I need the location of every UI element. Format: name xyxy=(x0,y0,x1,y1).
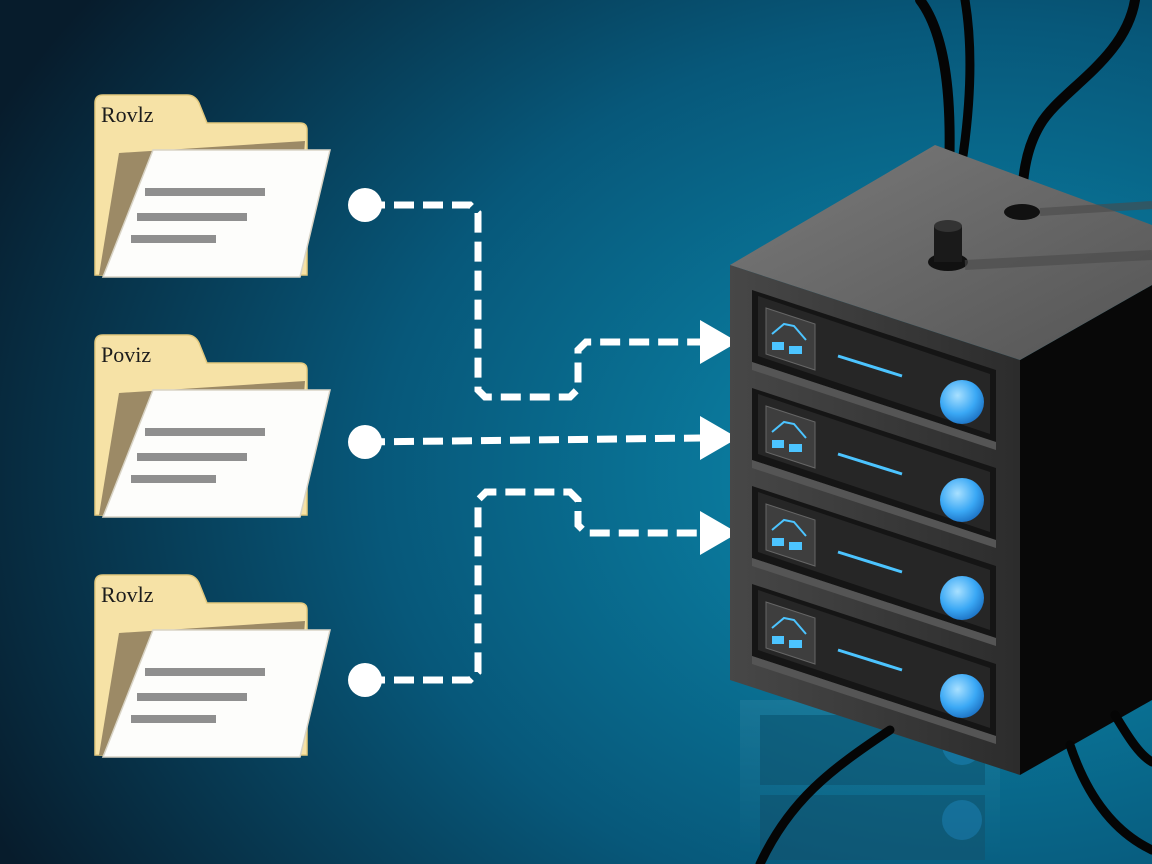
folder-icon: Poviz xyxy=(94,334,331,518)
drive-bay-icon xyxy=(752,584,996,744)
drive-bay-icon xyxy=(752,388,996,548)
status-light xyxy=(940,478,984,522)
connector-start-dot xyxy=(348,188,382,222)
folder-label: Rovlz xyxy=(101,582,154,607)
activity-indicator xyxy=(837,354,903,378)
folder-icon: Rovlz xyxy=(94,574,331,758)
arrow-icon xyxy=(700,416,738,460)
drive-bay-icon xyxy=(752,290,996,450)
status-light xyxy=(940,380,984,424)
arrow-icon xyxy=(700,320,738,364)
activity-indicator xyxy=(837,648,903,672)
cable-icon xyxy=(755,710,1152,864)
connector-line xyxy=(364,434,701,446)
connector-start-dot xyxy=(348,425,382,459)
status-light xyxy=(940,674,984,718)
folder-icon: Rovlz xyxy=(94,94,331,278)
connector-start-dot xyxy=(348,663,382,697)
folder-label: Poviz xyxy=(101,342,151,367)
arrow-icon xyxy=(700,511,738,555)
activity-indicator xyxy=(837,550,903,574)
activity-indicator xyxy=(837,452,903,476)
folder-label: Rovlz xyxy=(101,102,154,127)
drive-bay-icon xyxy=(752,486,996,646)
connector-paths xyxy=(348,188,738,697)
server-side-panel xyxy=(1020,285,1152,775)
status-light xyxy=(940,576,984,620)
connector-line xyxy=(365,488,700,684)
connector-line xyxy=(365,201,700,401)
server-icon xyxy=(730,145,1152,775)
